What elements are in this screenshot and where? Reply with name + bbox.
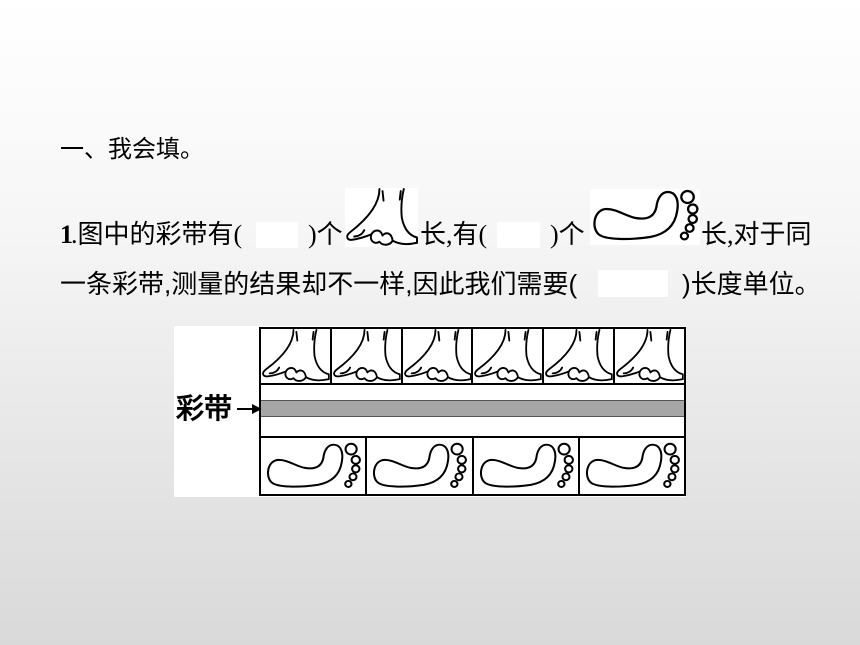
foot-length-cell <box>577 438 684 496</box>
hand-span-cell <box>542 329 613 383</box>
question-text-6: 一条彩带,测量的结果却不一样,因此我们需要( <box>60 269 578 299</box>
footprint-icon <box>264 442 362 492</box>
measurement-grid <box>259 327 686 496</box>
question-text-1: .图中的彩带有( <box>71 220 243 249</box>
foot-length-cell <box>471 438 578 496</box>
question-text-7: )长度单位。 <box>682 269 821 299</box>
answer-blank-3 <box>598 270 668 297</box>
ribbon-band <box>261 400 684 417</box>
footprint-icon <box>583 442 681 492</box>
hand-span-icon <box>544 329 613 383</box>
question-text-3: 长,有( <box>420 220 488 249</box>
answer-blank-2 <box>497 222 540 248</box>
section-heading: 一、我会填。 <box>60 136 204 163</box>
question-number: 1 <box>60 220 73 249</box>
footprint-icon <box>590 189 700 245</box>
hand-span-cell <box>471 329 542 383</box>
foot-length-cell <box>261 438 365 496</box>
foot-row <box>261 436 684 496</box>
hand-span-icon <box>473 329 542 383</box>
hand-span-icon <box>345 188 418 247</box>
foot-length-cell <box>365 438 471 496</box>
footprint-icon <box>370 442 468 492</box>
question-text-4: )个 <box>550 220 585 249</box>
hand-span-cell <box>329 329 401 383</box>
hand-span-icon <box>403 329 472 383</box>
hand-span-icon <box>332 329 401 383</box>
arrow-right-icon <box>237 404 262 414</box>
question-text-5: 长,对于同 <box>701 220 812 249</box>
answer-blank-1 <box>256 222 298 248</box>
footprint-icon <box>477 442 575 492</box>
question-text-2: )个 <box>308 220 343 249</box>
hand-row <box>261 329 684 385</box>
hand-span-cell <box>400 329 472 383</box>
hand-span-icon <box>615 329 684 383</box>
ribbon-figure: 彩带 <box>174 326 686 497</box>
hand-span-cell <box>613 329 684 383</box>
ribbon-label: 彩带 <box>176 393 233 424</box>
hand-span-icon <box>261 329 330 383</box>
hand-span-cell <box>261 329 330 383</box>
